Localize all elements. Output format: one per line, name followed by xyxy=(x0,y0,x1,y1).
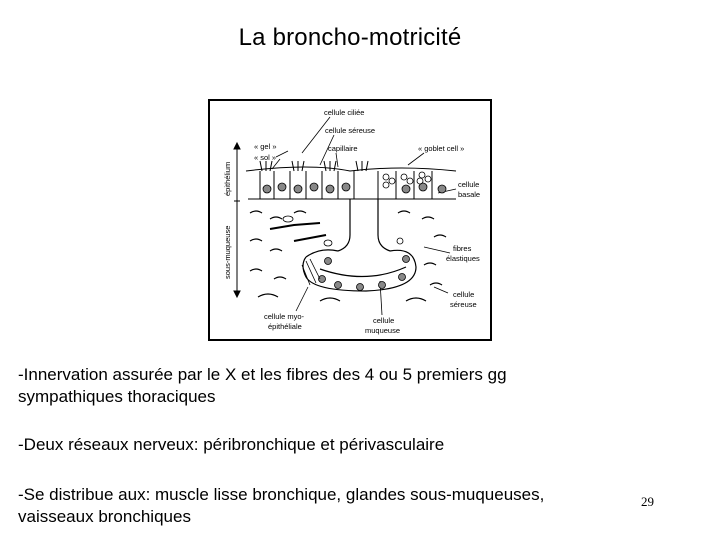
label-fibres-1: fibres xyxy=(453,244,472,253)
label-cellule-myo-1: cellule myo- xyxy=(264,312,305,321)
capillary-vessels xyxy=(282,215,404,247)
label-cellule-basale-1: cellule xyxy=(458,180,479,189)
label-cellule-basale-2: basale xyxy=(458,190,480,199)
page-number: 29 xyxy=(641,494,654,509)
gland-duct xyxy=(302,199,417,292)
label-cellule-muqueuse-1: cellule xyxy=(373,316,394,325)
distribue-line-2: vaisseaux bronchiques xyxy=(18,507,191,526)
label-epithelium: épithélium xyxy=(223,162,232,196)
goblet-granules xyxy=(382,171,432,189)
scale-arrows xyxy=(233,141,241,299)
label-gel: « gel » xyxy=(254,142,277,151)
paragraph-distribue: -Se distribue aux: muscle lisse bronchiq… xyxy=(18,484,708,528)
distribue-line-1: -Se distribue aux: muscle lisse bronchiq… xyxy=(18,485,545,504)
label-goblet-cell: « goblet cell » xyxy=(418,144,464,153)
myoepithelial-cell xyxy=(301,258,321,286)
label-cellule-muqueuse-2: muqueuse xyxy=(365,326,400,335)
label-cellule-sereuse-bottom-2: séreuse xyxy=(450,300,477,309)
epithelium-cells xyxy=(245,160,457,200)
label-cellule-myo-2: épithéliale xyxy=(268,322,302,331)
cell-nuclei xyxy=(262,182,447,194)
label-fibres-2: élastiques xyxy=(446,254,480,263)
label-cellule-sereuse-top: cellule séreuse xyxy=(325,126,375,135)
label-sol: « sol » xyxy=(254,153,276,162)
elastic-fibres xyxy=(249,210,447,302)
innervation-line-1: -Innervation assurée par le X et les fib… xyxy=(18,365,507,384)
paragraph-innervation: -Innervation assurée par le X et les fib… xyxy=(18,364,708,408)
gland-nuclei xyxy=(318,255,410,291)
label-sous-muqueuse: sous-muqueuse xyxy=(223,226,232,279)
slide-title: La broncho-motricité xyxy=(238,24,462,51)
diagram-drawing: cellule ciliée cellule séreuse « gel » «… xyxy=(223,108,480,335)
label-cellule-sereuse-bottom-1: cellule xyxy=(453,290,474,299)
innervation-line-2: sympathiques thoraciques xyxy=(18,387,216,406)
paragraph-reseaux: -Deux réseaux nerveux: péribronchique et… xyxy=(18,435,445,454)
label-capillaire: capillaire xyxy=(328,144,358,153)
label-cellule-ciliee: cellule ciliée xyxy=(324,108,364,117)
bronchial-wall-diagram: cellule ciliée cellule séreuse « gel » «… xyxy=(208,99,492,341)
